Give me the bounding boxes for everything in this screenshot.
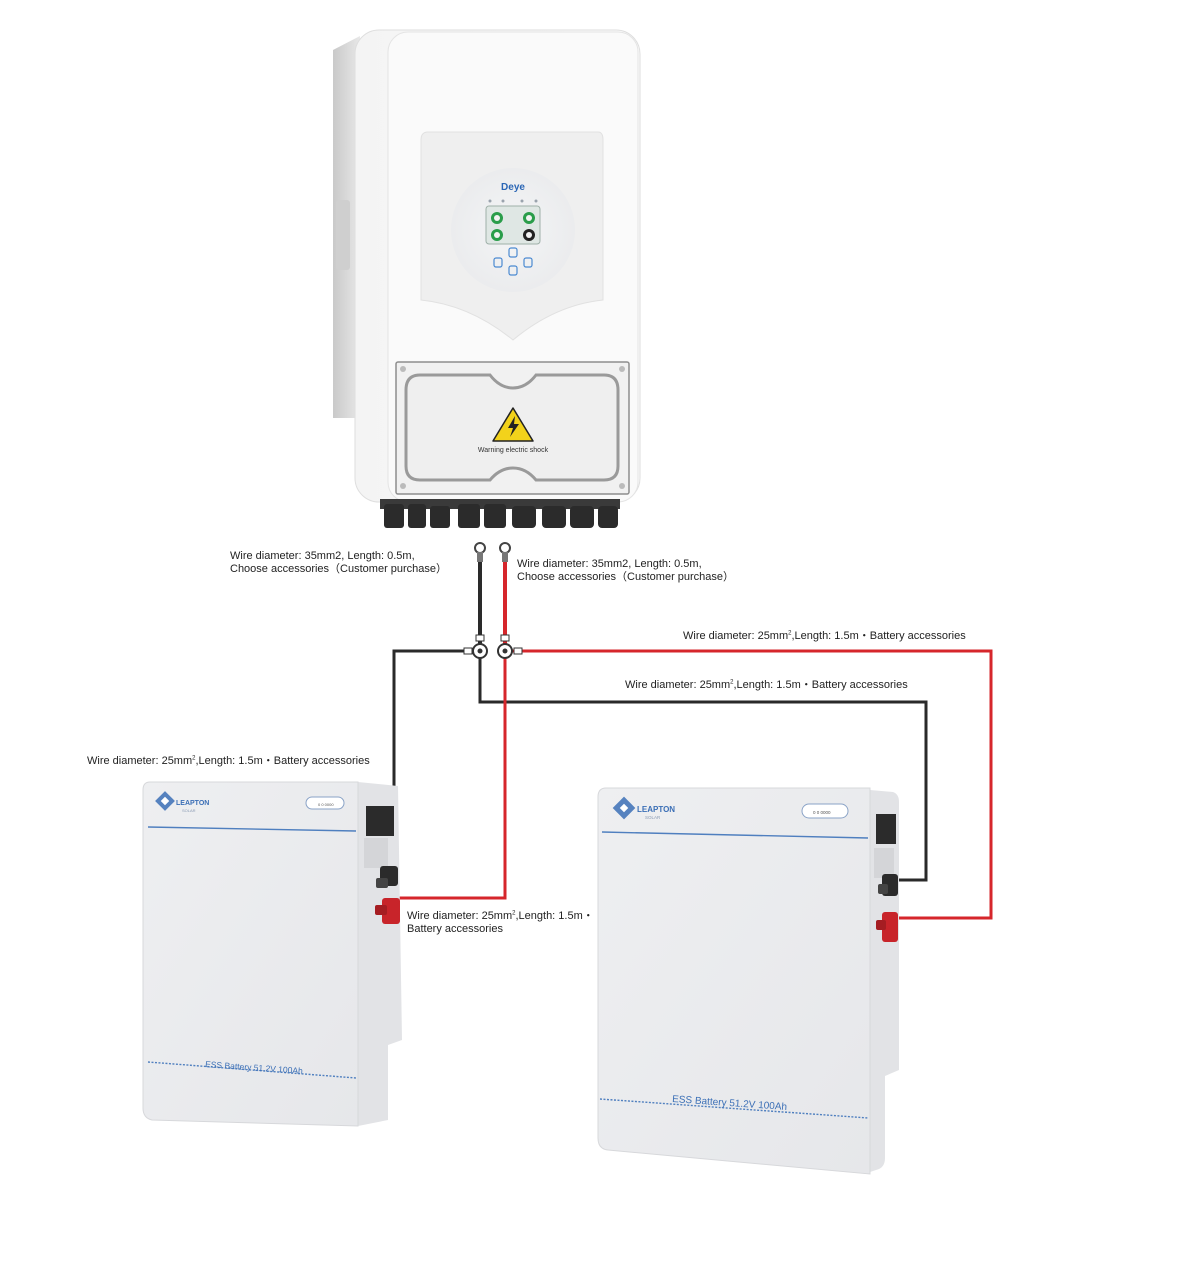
battery1-brand-sub: SOLAR xyxy=(182,808,196,813)
battery1-switch-label: 0 0 0000 xyxy=(318,802,334,807)
battery2-negative-wire xyxy=(478,651,928,882)
battery2-negative-wire-label-sup: 2 xyxy=(730,679,734,686)
battery1-terminals xyxy=(375,866,400,924)
splice-connectors xyxy=(463,634,523,659)
inverter-positive-wire-label-line2: Choose accessories（Customer purchase） xyxy=(517,571,735,583)
battery1-brand: LEAPTON xyxy=(176,800,209,807)
battery1-positive-wire-label: Wire diameter: 25mm2,Length: 1.5m・ Batte… xyxy=(407,910,594,936)
battery1-negative-wire xyxy=(392,649,480,870)
cable-glands xyxy=(384,504,618,528)
inverter-negative-wire-label-line2: Choose accessories（Customer purchase） xyxy=(230,563,448,575)
battery2-positive-wire-label-suffix: ,Length: 1.5m・Battery accessories xyxy=(791,630,966,642)
battery2-negative-wire-label-text: Wire diameter: 25mm xyxy=(625,679,731,691)
battery1-negative-wire-label-text: Wire diameter: 25mm xyxy=(87,755,193,767)
warning-text: Warning electric shock xyxy=(478,447,549,454)
battery2-positive-wire-label-text: Wire diameter: 25mm xyxy=(683,630,789,642)
inverter-positive-wire-label-line1: Wire diameter: 35mm2, Length: 0.5m, xyxy=(517,558,702,570)
battery2-switch xyxy=(801,803,849,819)
battery2-logo-icon xyxy=(612,796,636,820)
battery1-positive-wire-label-line2: Battery accessories xyxy=(407,923,503,935)
battery1-switch xyxy=(305,796,345,810)
inverter-positive-wire-label: Wire diameter: 35mm2, Length: 0.5m, Choo… xyxy=(517,558,734,584)
battery1-negative-wire-label-suffix: ,Length: 1.5m・Battery accessories xyxy=(195,755,370,767)
inverter-brand: Deye xyxy=(501,182,525,193)
battery2-positive-wire-label: Wire diameter: 25mm2,Length: 1.5m・Batter… xyxy=(683,630,966,643)
battery1-positive-wire xyxy=(398,651,507,900)
battery2-positive-wire xyxy=(505,649,993,920)
inverter: Deye Warning electri xyxy=(333,29,641,528)
battery2-terminals xyxy=(876,874,898,942)
inverter-negative-wire-label-line1: Wire diameter: 35mm2, Length: 0.5m, xyxy=(230,550,415,562)
battery2-switch-label: 0 0 0000 xyxy=(813,810,831,815)
battery2-brand: LEAPTON xyxy=(637,805,675,814)
battery-1: LEAPTON SOLAR 0 0 0000 ESS Battery 51.2V… xyxy=(142,781,402,1127)
battery1-negative-wire-label: Wire diameter: 25mm2,Length: 1.5m・Batter… xyxy=(87,755,370,768)
battery-2: LEAPTON SOLAR 0 0 0000 ESS Battery 51.2V… xyxy=(597,787,899,1175)
inverter-buttons xyxy=(493,247,533,276)
battery1-negative-wire-label-sup: 2 xyxy=(192,755,196,762)
battery1-positive-wire-label-text: Wire diameter: 25mm xyxy=(407,910,513,922)
inverter-negative-wire-label: Wire diameter: 35mm2, Length: 0.5m, Choo… xyxy=(230,550,447,576)
battery2-negative-wire-label-suffix: ,Length: 1.5m・Battery accessories xyxy=(733,679,908,691)
battery2-brand-sub: SOLAR xyxy=(645,815,661,820)
battery2-positive-wire-label-sup: 2 xyxy=(788,630,792,637)
battery1-positive-wire-label-sup: 2 xyxy=(512,910,516,917)
warning-sign-icon xyxy=(492,407,534,442)
ring-terminals xyxy=(474,542,511,562)
battery1-positive-wire-label-suffix: ,Length: 1.5m・ xyxy=(515,910,594,922)
battery2-negative-wire-label: Wire diameter: 25mm2,Length: 1.5m・Batter… xyxy=(625,679,908,692)
